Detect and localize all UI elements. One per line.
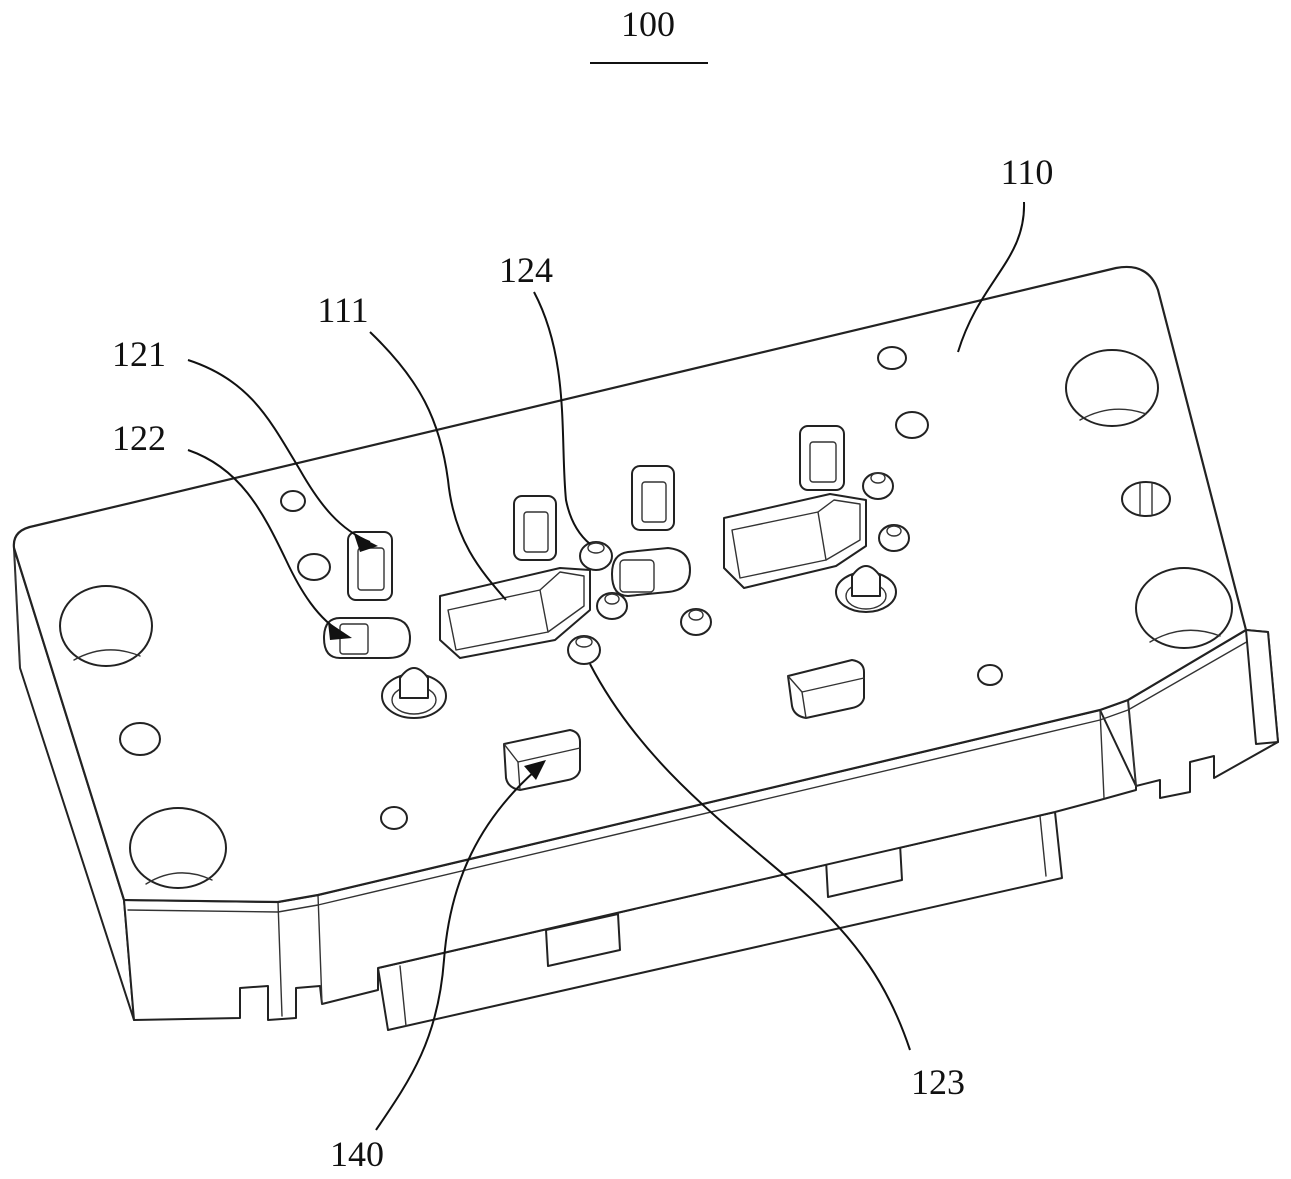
guide-pin-left xyxy=(381,667,447,719)
boss-123 xyxy=(567,635,601,665)
guide-pins xyxy=(381,565,897,719)
slot-hole-right xyxy=(1121,481,1171,517)
pocket-a xyxy=(513,495,557,561)
label-124: 124 xyxy=(499,250,553,290)
label-140: 140 xyxy=(330,1134,384,1174)
boss-f xyxy=(878,524,910,552)
leader-124 xyxy=(533,291,591,545)
leader-123 xyxy=(589,663,911,1051)
block-140 xyxy=(503,729,581,791)
boss-e xyxy=(862,472,894,500)
guide-pin-right xyxy=(835,565,897,613)
boss-124 xyxy=(579,541,613,571)
label-122: 122 xyxy=(112,418,166,458)
leader-140 xyxy=(375,769,537,1131)
mounting-hole-left-bottom xyxy=(129,807,227,889)
large-pocket-right xyxy=(723,493,867,589)
label-110: 110 xyxy=(1001,152,1054,192)
pocket-b xyxy=(631,465,675,531)
block-right xyxy=(787,659,865,719)
rect-blocks xyxy=(503,659,865,791)
small-holes xyxy=(119,346,1003,830)
small-bosses xyxy=(567,472,910,665)
large-pocket-111 xyxy=(439,567,591,659)
mounting-hole-right-top xyxy=(1065,349,1159,427)
arrowheads xyxy=(328,534,546,780)
pocket-c xyxy=(799,425,845,491)
label-121: 121 xyxy=(112,334,166,374)
leader-lines xyxy=(187,201,1026,1131)
figure-reference-number: 100 xyxy=(621,4,675,44)
leader-111 xyxy=(369,331,507,601)
boss-d xyxy=(680,608,712,636)
slot-pocket-middle xyxy=(611,547,691,597)
arrowhead-140 xyxy=(524,760,546,780)
mounting-holes xyxy=(59,349,1233,889)
leader-122 xyxy=(187,449,345,635)
leader-121 xyxy=(187,359,371,543)
mounting-hole-left-top xyxy=(59,585,153,667)
label-123: 123 xyxy=(911,1062,965,1102)
label-111: 111 xyxy=(317,290,368,330)
mounting-hole-right-bottom xyxy=(1135,567,1233,649)
leader-110 xyxy=(957,201,1026,353)
boss-b xyxy=(596,592,628,620)
arrowhead-122 xyxy=(328,622,352,640)
slot-pocket-122 xyxy=(323,617,411,659)
arrowhead-121 xyxy=(354,534,378,552)
